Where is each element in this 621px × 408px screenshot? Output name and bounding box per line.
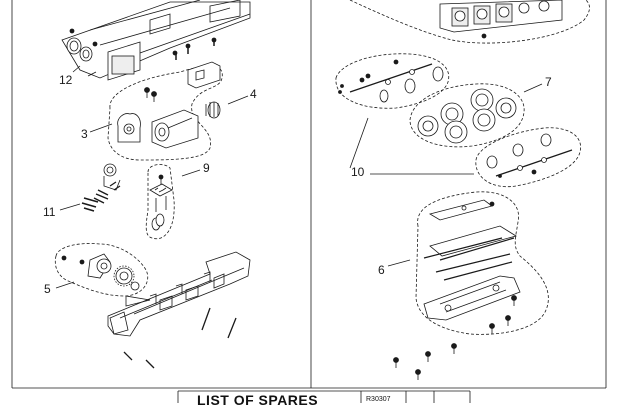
callout-12: 12: [59, 73, 73, 87]
part-4-worm-gear: [205, 101, 221, 119]
leader-9: [181, 169, 201, 177]
callout-6: 6: [378, 263, 385, 277]
part-5-gear-assembly: [61, 253, 140, 291]
callout-7: 7: [545, 75, 552, 89]
top-bogie-assembly: [439, 0, 563, 39]
part-9-pickup: [149, 174, 173, 231]
group-outline-motor: [107, 65, 223, 161]
callout-10: 10: [351, 165, 365, 179]
group-outline-9: [145, 164, 175, 240]
group-outline-top-bogie: [349, 0, 590, 44]
leader-10a: [349, 117, 369, 169]
part-6-frame-parts: [423, 199, 521, 321]
leader-4: [227, 95, 249, 105]
lower-chassis-frame: [107, 251, 251, 337]
part-11-coupling-set: [81, 163, 121, 212]
leader-5: [55, 281, 75, 289]
group-outline-5: [54, 243, 149, 297]
wire-strips-left: [123, 307, 237, 369]
diagram-frame: [11, 0, 607, 403]
part-7-wheelsets: [417, 88, 517, 144]
part-12-chassis-top: [61, 0, 251, 81]
leader-12b: [87, 71, 97, 77]
leader-7: [523, 83, 543, 93]
part-4-motor: [151, 61, 221, 149]
callout-4: 4: [250, 87, 257, 101]
callout-5: 5: [44, 282, 51, 296]
leader-3: [89, 123, 113, 133]
leader-11: [59, 203, 81, 211]
group-outline-7: [409, 83, 525, 148]
screws-part-6: [393, 295, 517, 380]
part-3-motor-bracket: [117, 113, 141, 143]
spares-code: R30307: [366, 396, 391, 403]
part-10-rod-set-lower: [486, 133, 573, 178]
callout-3: 3: [81, 127, 88, 141]
screw-pair-3: [144, 87, 157, 102]
group-outline-10b: [475, 127, 581, 188]
part-10-rod-set-upper: [338, 59, 444, 103]
group-outline-10a: [335, 53, 450, 109]
callout-11: 11: [43, 205, 56, 219]
list-of-spares-heading: LIST OF SPARES: [197, 392, 319, 408]
callout-9: 9: [203, 161, 210, 175]
group-outline-6: [415, 191, 549, 335]
leader-12a: [72, 65, 81, 73]
leader-6: [387, 259, 411, 267]
